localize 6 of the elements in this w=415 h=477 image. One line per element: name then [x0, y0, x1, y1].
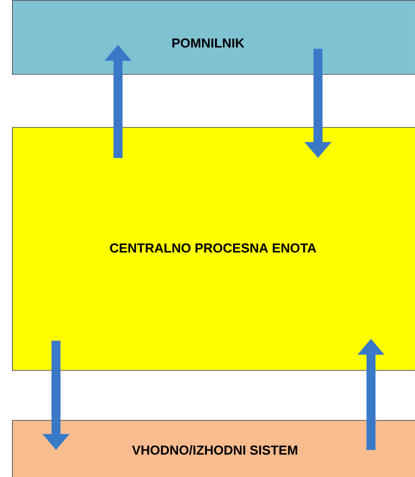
- box: [12, 127, 415, 371]
- box-label: POMNILNIK: [172, 38, 244, 48]
- box: [12, 0, 415, 75]
- box: [12, 420, 415, 477]
- box-label: CENTRALNO PROCESNA ENOTA: [110, 243, 316, 253]
- box-label: VHODNO/IZHODNI SISTEM: [132, 445, 298, 455]
